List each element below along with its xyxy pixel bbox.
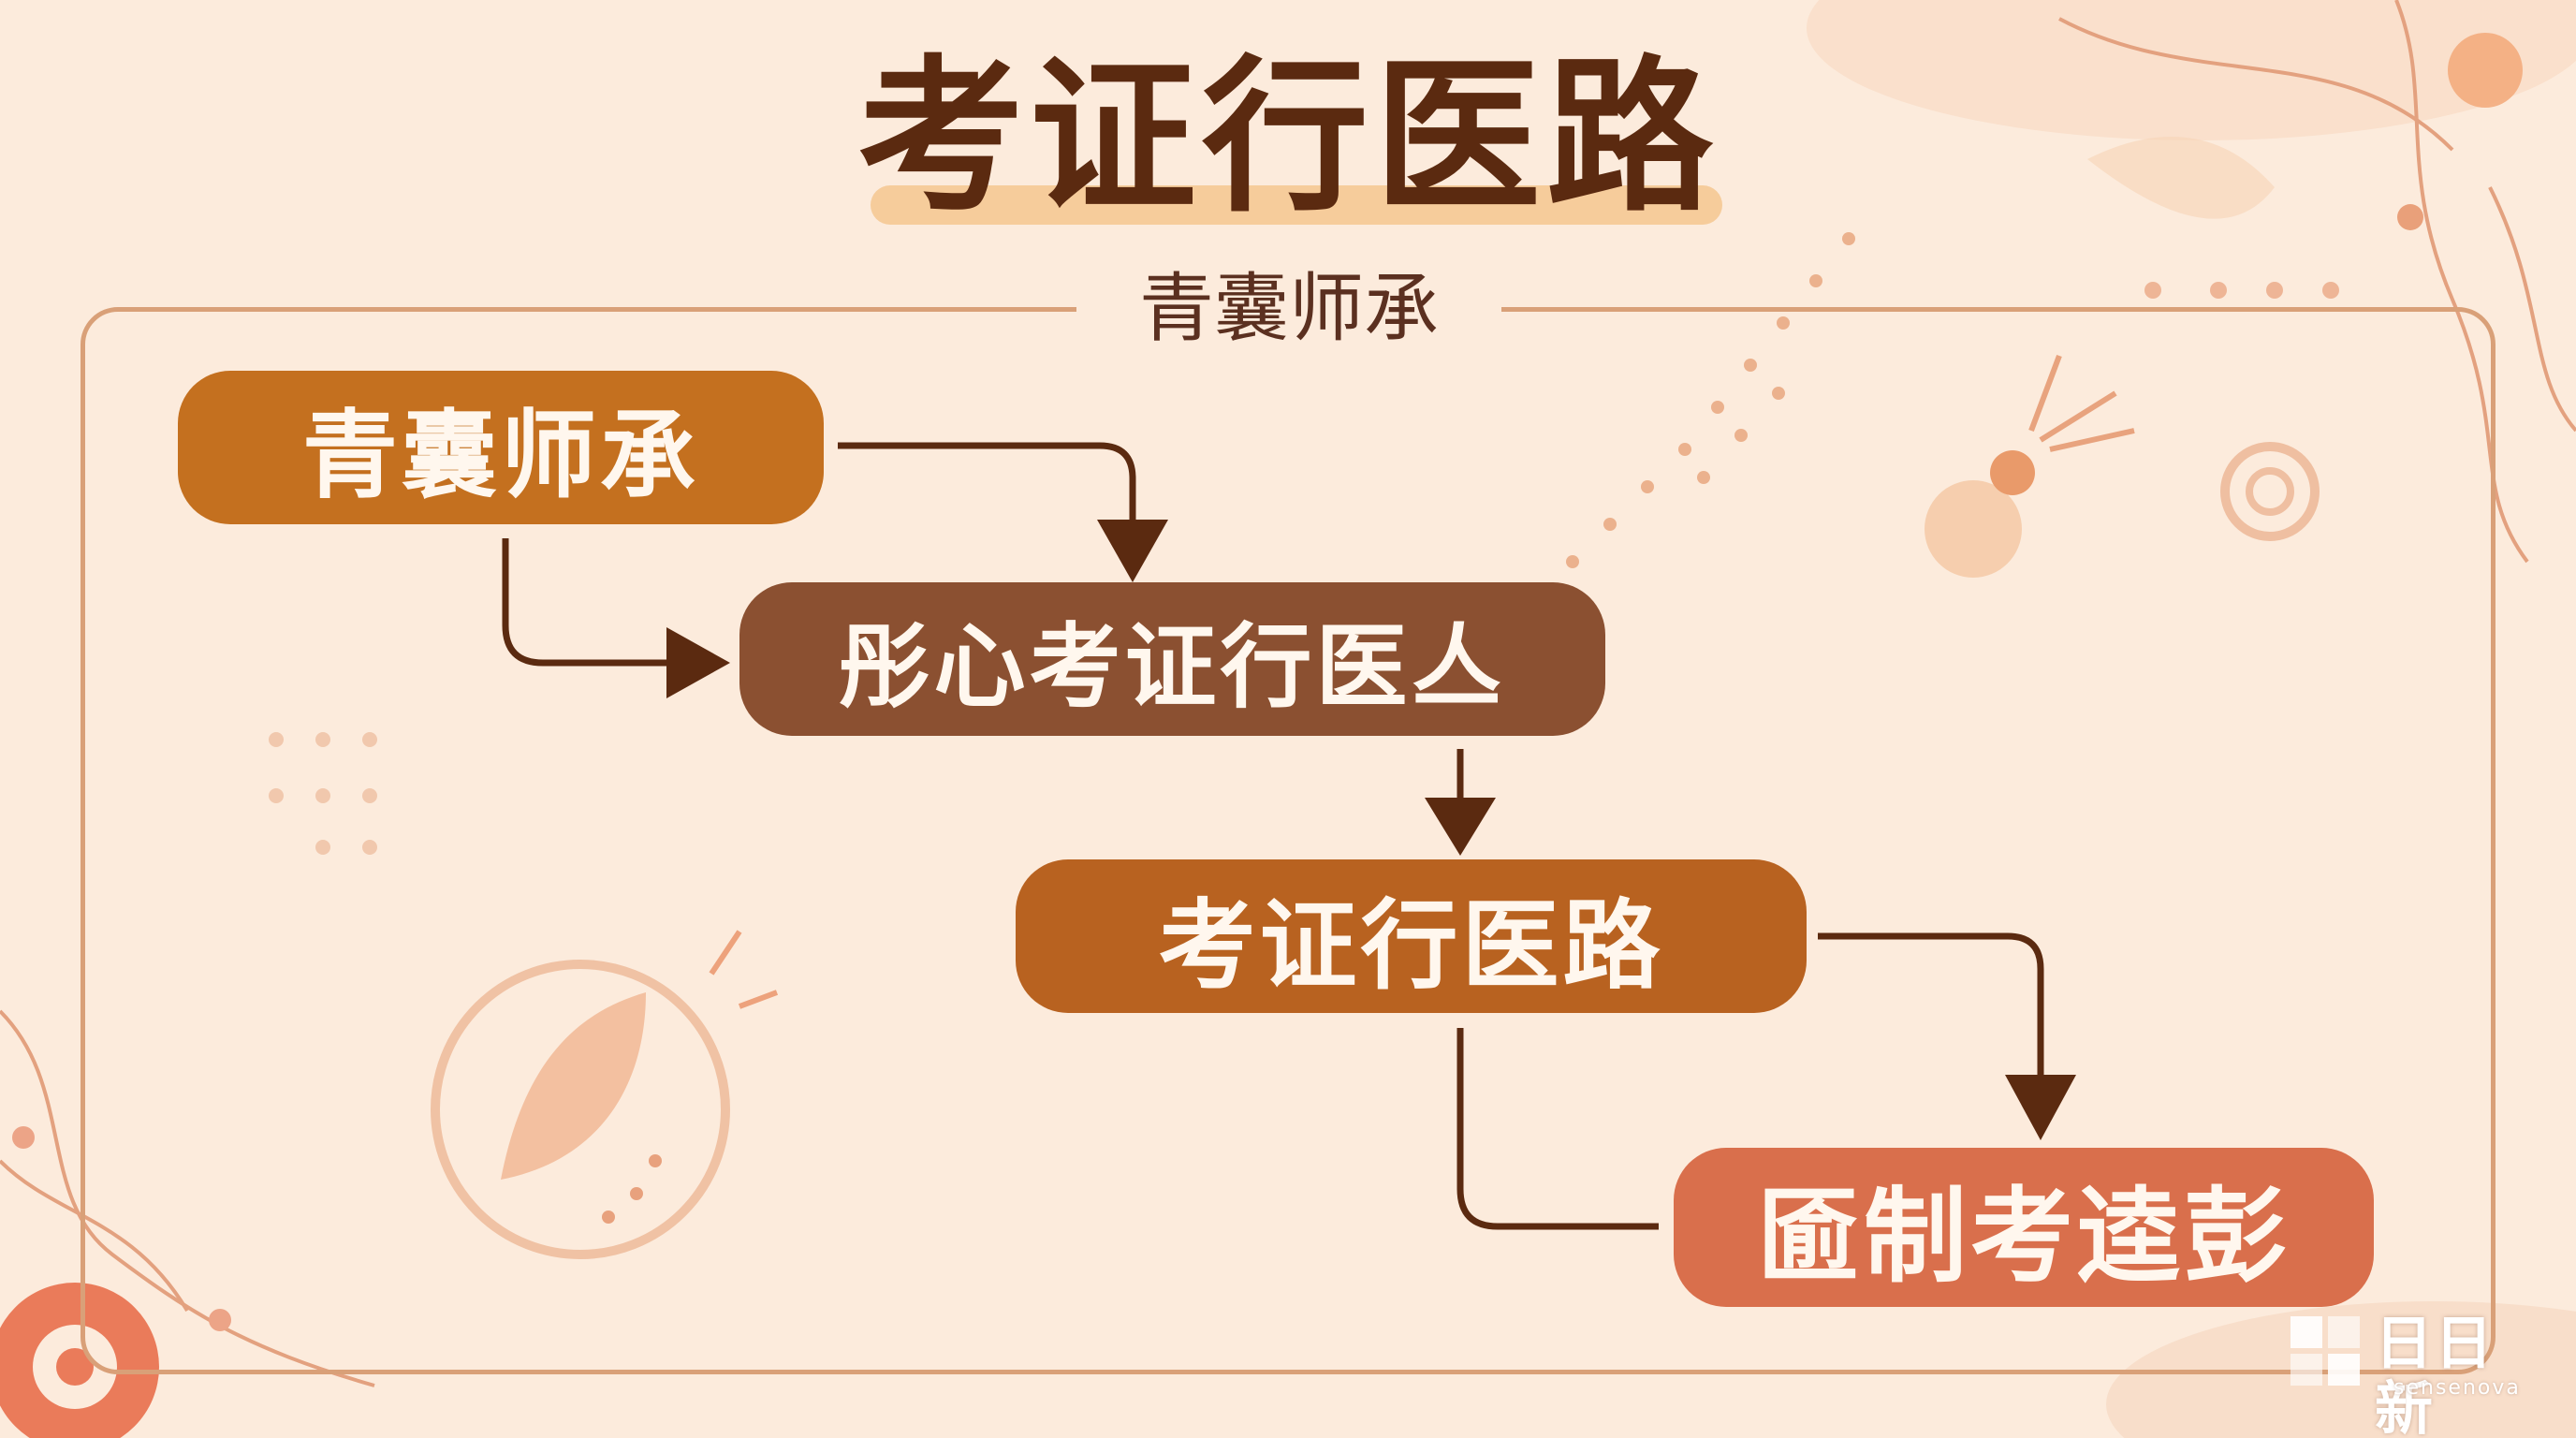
arrowhead-node2-top: [1097, 520, 1168, 582]
flow-node-2: 彤心考证行医亼: [739, 582, 1605, 736]
flow-node-3: 考证行医路: [1016, 859, 1807, 1013]
flow-node-4: 匬制考逵彭: [1674, 1148, 2374, 1307]
watermark-logo: 日日新 sensenova: [2289, 1311, 2541, 1438]
arrowhead-node2-left: [666, 627, 730, 698]
watermark-sub: sensenova: [2393, 1376, 2521, 1400]
arrow-node1-to-node2: [838, 442, 1136, 529]
page-title: 考证行医路: [857, 40, 1719, 234]
sensenova-logo-icon: [2291, 1316, 2360, 1386]
title-underline: [871, 185, 1722, 225]
watermark-name: 日日新: [2375, 1309, 2496, 1438]
flow-node-1: 青囊师承: [178, 371, 824, 524]
arrowhead-node3-top: [1425, 798, 1496, 856]
arrow-node3-to-node4: [1818, 932, 2044, 1077]
connector-node3-to-node4: [1456, 1028, 1659, 1230]
frame-subtitle: 青囊师承: [1076, 262, 1501, 356]
arrow-node1-down-to-node2: [502, 538, 674, 667]
arrowhead-node4-top: [2005, 1075, 2076, 1140]
title-container: 考证行医路: [0, 37, 2576, 238]
